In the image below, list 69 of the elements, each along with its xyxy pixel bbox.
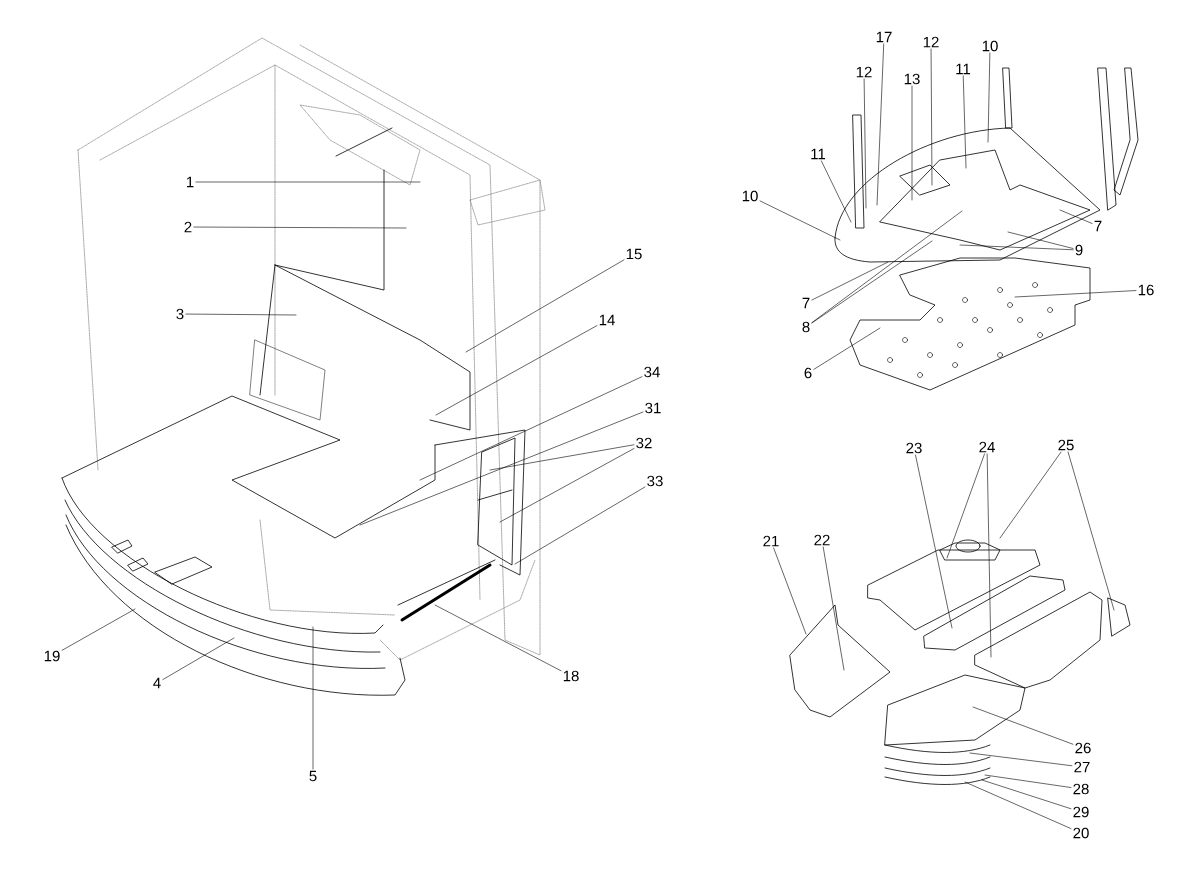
leader-line	[359, 411, 644, 526]
callout-number: 19	[44, 650, 60, 662]
leader-line	[759, 200, 841, 241]
leader-line	[61, 608, 136, 651]
leader-line	[930, 48, 933, 186]
callout-number: 15	[626, 248, 642, 260]
leader-line	[773, 547, 807, 635]
leader-line	[185, 313, 297, 316]
callout-number: 6	[804, 367, 812, 379]
callout-number: 25	[1058, 439, 1074, 451]
leader-line	[969, 752, 1073, 767]
leader-line	[911, 85, 913, 201]
callout-number: 5	[309, 770, 317, 782]
leader-line	[999, 451, 1062, 539]
callout-number: 23	[906, 442, 922, 454]
leader-line	[1014, 290, 1137, 298]
leader-line	[986, 453, 992, 658]
leader-line	[1067, 451, 1115, 611]
leader-line	[959, 244, 1074, 251]
leader-line	[162, 637, 235, 680]
leader-line	[489, 444, 635, 471]
cab-drawing	[61, 37, 546, 696]
leader-line	[964, 781, 1072, 829]
callout-number: 18	[563, 670, 579, 682]
leader-line	[465, 259, 625, 353]
leader-line	[419, 376, 643, 481]
leader-line	[876, 43, 885, 206]
leader-line	[981, 779, 1072, 810]
callout-number: 10	[742, 190, 758, 202]
leader-line	[434, 604, 562, 672]
leader-line	[972, 706, 1074, 745]
leader-line	[822, 546, 845, 671]
callout-number: 7	[802, 297, 810, 309]
leader-line	[962, 75, 967, 169]
callout-number: 22	[814, 534, 830, 546]
leader-line	[193, 226, 407, 229]
callout-number: 16	[1138, 284, 1154, 296]
callout-number: 8	[802, 321, 810, 333]
callout-number: 31	[645, 402, 661, 414]
leader-line	[821, 160, 852, 223]
callout-number: 17	[876, 31, 892, 43]
callout-number: 34	[644, 366, 660, 378]
leader-line	[1007, 231, 1074, 249]
callout-number: 12	[923, 36, 939, 48]
leader-line	[499, 448, 635, 523]
callout-number: 24	[979, 441, 995, 453]
leader-line	[984, 774, 1072, 788]
callout-number: 21	[763, 535, 779, 547]
leader-line	[946, 453, 985, 559]
leader-line	[312, 626, 314, 770]
callout-number: 28	[1073, 783, 1089, 795]
callout-number: 14	[599, 314, 615, 326]
leader-line	[435, 325, 598, 416]
leader-line	[811, 240, 933, 324]
leader-line	[915, 454, 953, 629]
callout-number: 10	[982, 40, 998, 52]
leader-line	[987, 52, 991, 143]
callout-number: 32	[636, 437, 652, 449]
callout-number: 11	[956, 63, 971, 75]
leader-line	[863, 78, 867, 209]
callout-number: 33	[647, 475, 663, 487]
leader-line	[195, 181, 421, 183]
leader-line	[813, 327, 881, 370]
leader-line	[514, 486, 646, 565]
callout-number: 20	[1073, 827, 1089, 839]
leader-line	[811, 210, 963, 323]
callout-number: 29	[1073, 806, 1089, 818]
callout-number: 11	[811, 148, 826, 160]
leader-line	[811, 261, 889, 301]
